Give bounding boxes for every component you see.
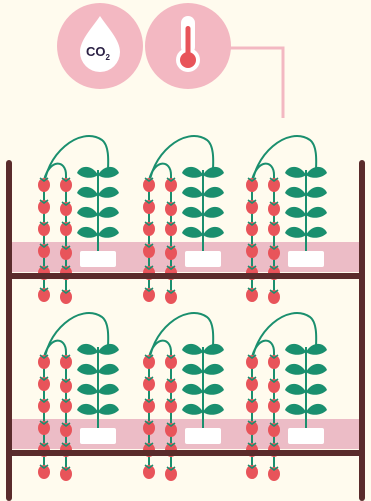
tomato	[60, 246, 72, 260]
tomato	[246, 200, 258, 214]
tomato	[165, 379, 177, 393]
tomato	[143, 200, 155, 214]
tomato	[268, 467, 280, 481]
tomato	[60, 222, 72, 236]
tomato	[60, 202, 72, 216]
tomato	[165, 246, 177, 260]
tomato	[246, 222, 258, 236]
tomato	[246, 421, 258, 435]
tomato	[246, 377, 258, 391]
tomato	[268, 222, 280, 236]
tomato	[165, 202, 177, 216]
tomato	[143, 377, 155, 391]
tomato	[143, 465, 155, 479]
tomato	[38, 355, 50, 369]
tomato	[60, 379, 72, 393]
tomato	[38, 399, 50, 413]
tomato	[165, 290, 177, 304]
tomato	[38, 200, 50, 214]
tomato	[246, 288, 258, 302]
tomato	[38, 222, 50, 236]
tomato	[38, 465, 50, 479]
tomato	[246, 355, 258, 369]
tomato	[143, 178, 155, 192]
plant-pot	[288, 251, 324, 267]
tomato	[268, 379, 280, 393]
tomato	[165, 355, 177, 369]
tomato	[165, 222, 177, 236]
tomato	[246, 465, 258, 479]
plant-pot	[185, 251, 221, 267]
tomato	[143, 222, 155, 236]
tomato	[143, 288, 155, 302]
tomato	[268, 399, 280, 413]
co2-sensor: CO2	[57, 3, 143, 89]
tomato	[38, 377, 50, 391]
plant-pot	[185, 428, 221, 444]
tomato	[60, 178, 72, 192]
tomato	[60, 290, 72, 304]
tomato	[38, 421, 50, 435]
tomato	[143, 399, 155, 413]
tomato	[268, 423, 280, 437]
temperature-sensor	[145, 3, 231, 89]
tomato	[143, 244, 155, 258]
tomato	[268, 178, 280, 192]
tomato	[60, 423, 72, 437]
upper-shelf-bar	[6, 273, 365, 279]
sensor-connector-line	[230, 48, 283, 118]
tomato	[165, 399, 177, 413]
tomato	[268, 355, 280, 369]
tomato	[246, 178, 258, 192]
tomato	[60, 355, 72, 369]
tomato	[38, 288, 50, 302]
rack-left-post	[6, 160, 12, 501]
tomato	[165, 423, 177, 437]
tomato	[143, 355, 155, 369]
tomato	[60, 467, 72, 481]
tomato	[268, 202, 280, 216]
plant-pot	[288, 428, 324, 444]
lower-shelf-bar	[6, 450, 365, 456]
tomato	[246, 244, 258, 258]
tomato	[60, 399, 72, 413]
rack-right-post	[359, 160, 365, 501]
tomato	[246, 399, 258, 413]
tomato	[165, 467, 177, 481]
tomato	[38, 178, 50, 192]
tomato	[165, 178, 177, 192]
tomato	[143, 421, 155, 435]
tomato	[268, 246, 280, 260]
plant-pot	[80, 428, 116, 444]
tomato	[268, 290, 280, 304]
plant-pot	[80, 251, 116, 267]
tomato	[38, 244, 50, 258]
